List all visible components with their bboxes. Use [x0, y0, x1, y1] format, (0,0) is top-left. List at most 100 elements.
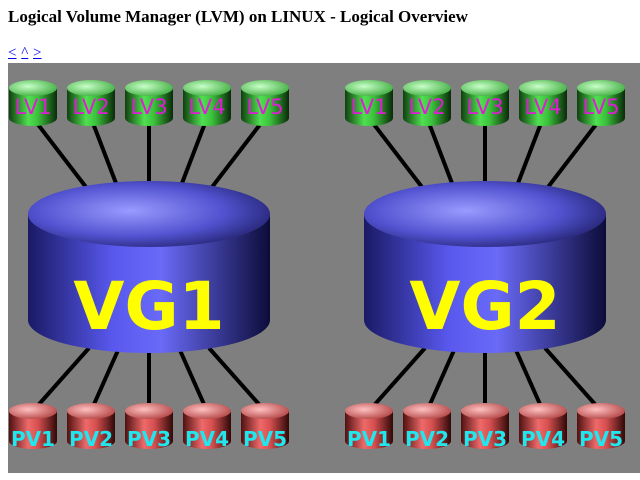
vg1-pv2-physical-volume: PV2 [67, 403, 115, 451]
vg2-pv2-physical-volume-top [403, 403, 451, 419]
vg1-lv5-logical-volume-top [241, 80, 289, 96]
vg1-lv3-logical-volume-top [125, 80, 173, 96]
vg2-lv1-logical-volume-label: LV1 [350, 95, 387, 119]
vg2-lv5-logical-volume: LV5 [577, 80, 625, 126]
vg1-volume-group-label: VG1 [73, 268, 224, 345]
vg1-pv2-physical-volume-top [67, 403, 115, 419]
vg2-lv3-logical-volume-body [461, 88, 509, 126]
vg1-pv3-physical-volume-body [125, 411, 173, 449]
nav-prev-link[interactable]: < [8, 45, 17, 61]
vg1-lv-line [207, 116, 267, 193]
vg2-pv4-physical-volume-top [519, 403, 567, 419]
vg1-lv-line [31, 116, 91, 193]
vg1-pv-line [31, 346, 91, 413]
vg1-pv5-physical-volume-label: PV5 [243, 427, 287, 451]
vg2-pv-line [367, 346, 427, 413]
vg2-lv5-logical-volume-body [577, 88, 625, 126]
vg1-pv1-physical-volume-label: PV1 [11, 427, 55, 451]
vg1-volume-group-body [28, 214, 270, 353]
vg2-pv5-physical-volume-label: PV5 [579, 427, 623, 451]
vg1-pv3-physical-volume-label: PV3 [127, 427, 171, 451]
vg1-lv2-logical-volume-top [67, 80, 115, 96]
vg1-pv5-physical-volume-body [241, 411, 289, 449]
vg2-volume-group-label: VG2 [409, 268, 560, 345]
vg2-pv2-physical-volume-label: PV2 [405, 427, 449, 451]
vg1-lv2-logical-volume: LV2 [67, 80, 115, 126]
vg2-lv-line [543, 116, 603, 193]
vg1-pv4-physical-volume-label: PV4 [185, 427, 229, 451]
vg1-lv1-logical-volume-top [9, 80, 57, 96]
vg2-lv2-logical-volume-top [403, 80, 451, 96]
vg2-lv-line [513, 117, 545, 192]
vg1-lv4-logical-volume: LV4 [183, 80, 231, 126]
vg1-pv3-physical-volume: PV3 [125, 403, 173, 451]
vg1-pv4-physical-volume: PV4 [183, 403, 231, 451]
vg1-lv5-logical-volume: LV5 [241, 80, 289, 126]
vg1-lv5-logical-volume-body [241, 88, 289, 126]
vg2-pv4-physical-volume-body [519, 411, 567, 449]
vg1-lv-line [89, 117, 121, 192]
vg2-lv-line [367, 116, 427, 193]
vg1-pv4-physical-volume-body [183, 411, 231, 449]
vg2-lv1-logical-volume: LV1 [345, 80, 393, 126]
vg2-volume-group: VG2 [364, 181, 606, 353]
vg2-lv4-logical-volume-top [519, 80, 567, 96]
vg2-pv3-physical-volume-top [461, 403, 509, 419]
vg1-volume-group: VG1 [28, 181, 270, 353]
nav-up-link[interactable]: ^ [21, 45, 29, 61]
vg2-lv5-logical-volume-top [577, 80, 625, 96]
vg1-lv1-logical-volume-body [9, 88, 57, 126]
vg2-pv3-physical-volume: PV3 [461, 403, 509, 451]
vg2-pv-line [425, 347, 457, 412]
vg1-lv3-logical-volume-body [125, 88, 173, 126]
vg1-pv2-physical-volume-body [67, 411, 115, 449]
vg1-lv4-logical-volume-top [183, 80, 231, 96]
vg1-pv-line [89, 347, 121, 412]
vg2-pv-line [513, 347, 545, 412]
vg1-lv1-logical-volume: LV1 [9, 80, 57, 126]
vg2-pv1-physical-volume: PV1 [345, 403, 393, 451]
vg1-pv1-physical-volume-body [9, 411, 57, 449]
vg1-lv4-logical-volume-body [183, 88, 231, 126]
vg2-volume-group-body [364, 214, 606, 353]
nav-next-link[interactable]: > [33, 45, 42, 61]
vg1-pv-line [177, 347, 209, 412]
vg1-pv2-physical-volume-label: PV2 [69, 427, 113, 451]
vg1-lv1-logical-volume-label: LV1 [14, 95, 51, 119]
vg2-pv3-physical-volume-label: PV3 [463, 427, 507, 451]
vg2-pv1-physical-volume-label: PV1 [347, 427, 391, 451]
vg1-lv-line [177, 117, 209, 192]
vg1-pv5-physical-volume-top [241, 403, 289, 419]
vg2-lv2-logical-volume-label: LV2 [408, 95, 445, 119]
vg1-lv2-logical-volume-body [67, 88, 115, 126]
vg2-lv2-logical-volume: LV2 [403, 80, 451, 126]
vg2-lv3-logical-volume: LV3 [461, 80, 509, 126]
vg1-volume-group-top [28, 181, 270, 247]
vg2-lv4-logical-volume-body [519, 88, 567, 126]
vg2-pv5-physical-volume-top [577, 403, 625, 419]
vg2-lv2-logical-volume-body [403, 88, 451, 126]
vg2-lv4-logical-volume-label: LV4 [524, 95, 561, 119]
vg1-lv5-logical-volume-label: LV5 [246, 95, 283, 119]
page-title: Logical Volume Manager (LVM) on LINUX - … [8, 7, 468, 26]
navigation-links: < ^ > [8, 45, 42, 62]
vg1-pv-line [207, 346, 267, 413]
vg2-pv2-physical-volume-body [403, 411, 451, 449]
vg1-pv5-physical-volume: PV5 [241, 403, 289, 451]
vg2-pv1-physical-volume-body [345, 411, 393, 449]
vg1-lv3-logical-volume-label: LV3 [130, 95, 167, 119]
vg2-lv-line [425, 117, 457, 192]
vg2-lv4-logical-volume: LV4 [519, 80, 567, 126]
vg2-pv5-physical-volume: PV5 [577, 403, 625, 451]
vg1-lv3-logical-volume: LV3 [125, 80, 173, 126]
vg1-pv1-physical-volume-top [9, 403, 57, 419]
vg2-lv3-logical-volume-top [461, 80, 509, 96]
vg2-lv3-logical-volume-label: LV3 [466, 95, 503, 119]
vg2-pv5-physical-volume-body [577, 411, 625, 449]
vg1-lv4-logical-volume-label: LV4 [188, 95, 225, 119]
vg1-pv4-physical-volume-top [183, 403, 231, 419]
vg1-pv3-physical-volume-top [125, 403, 173, 419]
vg2-pv3-physical-volume-body [461, 411, 509, 449]
